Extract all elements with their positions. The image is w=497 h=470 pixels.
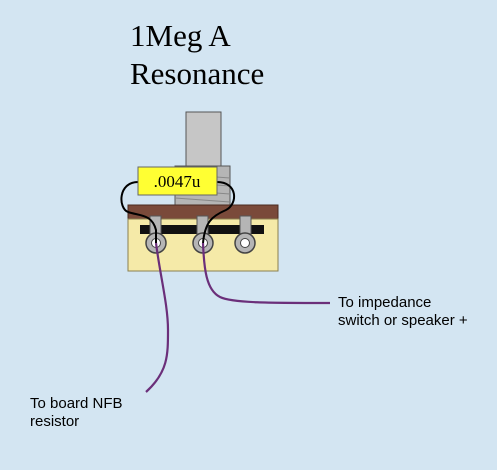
- capacitor: [137, 166, 218, 196]
- title-line-1: 1Meg A: [130, 18, 231, 53]
- lug-right: [234, 232, 256, 254]
- wire-to-nfb: [145, 242, 170, 393]
- capacitor-lead-left: [120, 181, 157, 243]
- terminal-tab-right: [239, 215, 252, 235]
- nfb-label-line-2: resistor: [30, 413, 80, 430]
- capacitor-value: .0047u: [154, 172, 201, 191]
- impedance-label-line-1: To impedance: [338, 294, 432, 311]
- wire-to-impedance: [201, 242, 331, 305]
- pot-shaft: [185, 111, 222, 173]
- nfb-label-line-1: To board NFB: [30, 395, 123, 412]
- impedance-label-line-2: switch or speaker +: [338, 312, 468, 329]
- title-line-2: Resonance: [130, 56, 265, 91]
- capacitor-lead-right: [202, 181, 235, 244]
